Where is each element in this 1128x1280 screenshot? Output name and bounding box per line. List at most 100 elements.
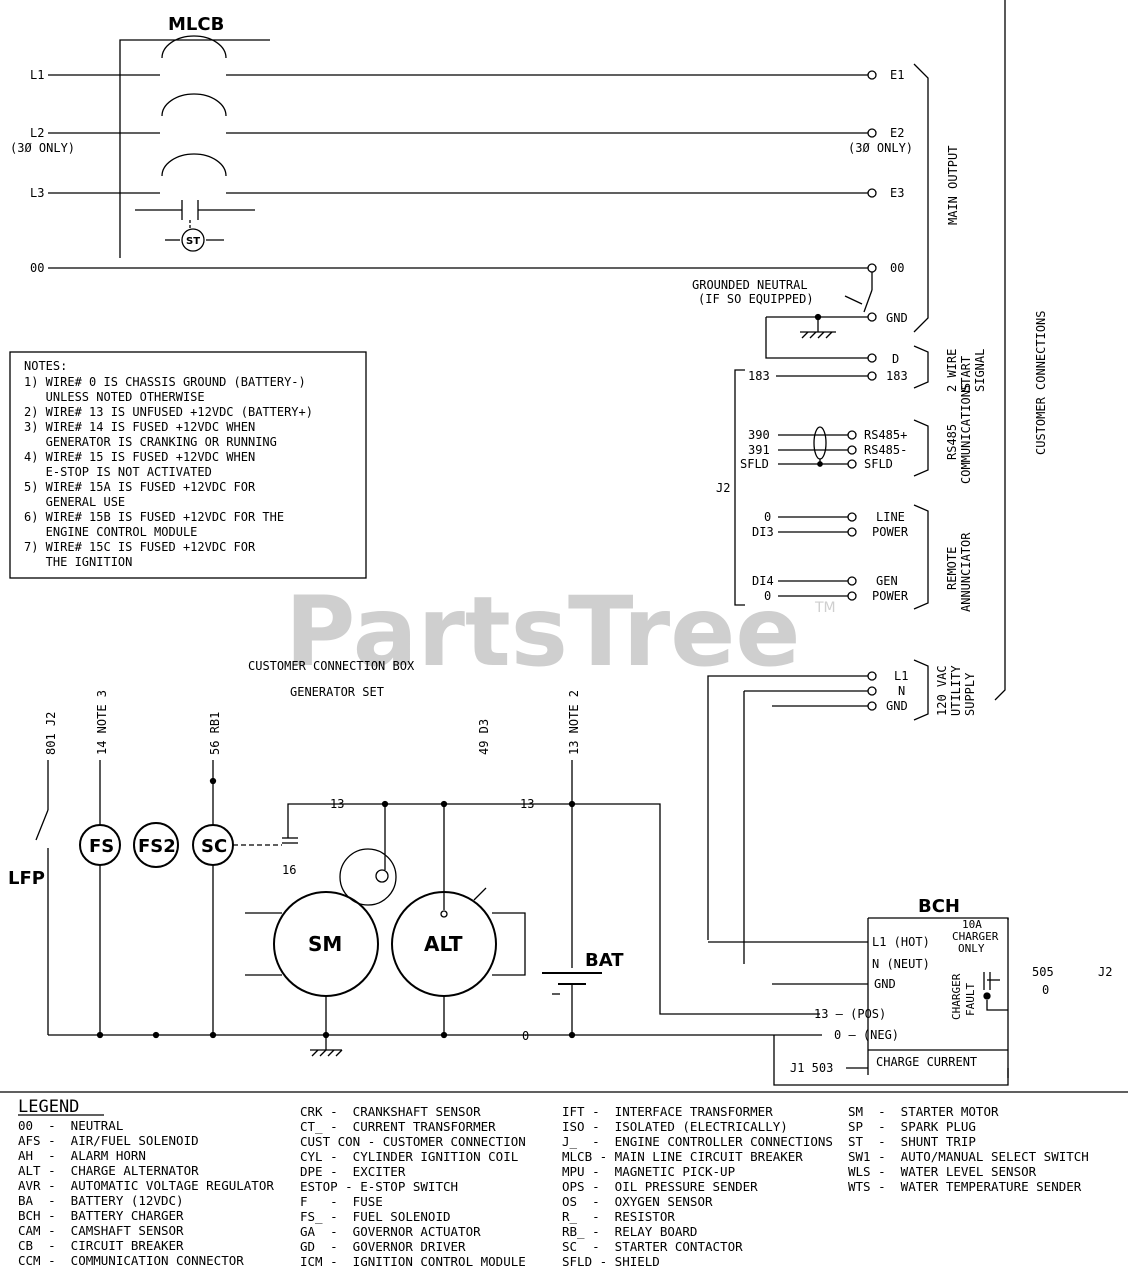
legend-item: AVR - AUTOMATIC VOLTAGE REGULATOR [18,1178,274,1193]
charger-fault-1: CHARGER [950,973,963,1020]
remote-label-2: ANNUNCIATOR [959,532,973,612]
label-390: 390 [748,428,770,442]
label-di3: DI3 [752,525,774,539]
terminal-gnd [867,312,877,322]
label-sfld-left: SFLD [740,457,769,471]
legend-item: CUST CON - CUSTOMER CONNECTION [300,1134,526,1149]
label-utility-n: N [898,684,905,698]
legend-item: AH - ALARM HORN [18,1148,146,1163]
legend-item: CB - CIRCUIT BREAKER [18,1238,184,1253]
wire-13b-label: 13 [520,797,534,811]
legend-item: OS - OXYGEN SENSOR [562,1194,713,1209]
label-power1: POWER [872,525,909,539]
j1-503-label: J1 503 [790,1061,833,1075]
notes-lines: 1) WIRE# 0 IS CHASSIS GROUND (BATTERY-) … [24,375,313,569]
legend-item: BCH - BATTERY CHARGER [18,1208,184,1223]
label-gnd: GND [886,311,908,325]
legend-item: BA - BATTERY (12VDC) [18,1193,184,1208]
wire-56-label: 56 RB1 [208,712,222,755]
legend-item: J_ - ENGINE CONTROLLER CONNECTIONS [562,1134,833,1149]
legend-item: ALT - CHARGE ALTERNATOR [18,1163,199,1178]
label-d-right: D [892,352,899,366]
note-line: UNLESS NOTED OTHERWISE [24,390,205,404]
wire-14-label: 14 NOTE 3 [95,690,109,755]
customer-connections-label: CUSTOMER CONNECTIONS [1034,311,1048,456]
bch-j2-label: J2 [1098,965,1112,979]
fs2-label: FS2 [138,836,176,857]
rs485-label-1: RS485 [945,424,959,460]
wire-13a-label: 13 [330,797,344,811]
legend-item: MLCB - MAIN LINE CIRCUIT BREAKER [562,1149,803,1164]
terminal-e2 [867,128,877,138]
shunt-trip-symbol [181,228,205,252]
note-line: GENERATOR IS CRANKING OR RUNNING [24,435,277,449]
notes-box [9,351,367,579]
sc-label: SC [201,836,227,857]
breaker-contact-l2 [161,93,227,117]
label-utility-gnd: GND [886,699,908,713]
fs-label: FS [89,836,114,857]
wire-801-label: 801 J2 [44,712,58,755]
legend-item: ST - SHUNT TRIP [848,1134,976,1149]
label-0b: 0 [764,589,771,603]
note-line: 6) WIRE# 15B IS FUSED +12VDC FOR THE [24,510,284,524]
legend-item: MPU - MAGNETIC PICK-UP [562,1164,735,1179]
terminal-00 [867,263,877,273]
legend-title: LEGEND [18,1097,79,1117]
wire-16-label: 16 [282,863,296,877]
legend-item: GD - GOVERNOR DRIVER [300,1239,466,1254]
note-line: 5) WIRE# 15A IS FUSED +12VDC FOR [24,480,256,494]
wire-505b-label: 0 [1042,983,1049,997]
note-line: 1) WIRE# 0 IS CHASSIS GROUND (BATTERY-) [24,375,306,389]
mlcb-enclosure [119,39,270,258]
lfp-switch [35,809,49,841]
legend-item: CT_ - CURRENT TRANSFORMER [300,1119,496,1134]
legend-item: OPS - OIL PRESSURE SENDER [562,1179,758,1194]
label-di4: DI4 [752,574,774,588]
customer-box-label: CUSTOMER CONNECTION BOX [248,659,415,673]
wire-0-label: 0 [522,1029,529,1043]
charger-only-2: CHARGER [952,930,999,943]
terminal-d [867,353,877,363]
label-e2: E2 [890,126,904,140]
wire-49-label: 49 D3 [477,719,491,755]
legend-item: CRK - CRANKSHAFT SENSOR [300,1104,481,1119]
shunt-trip-label: ST [186,236,200,247]
watermark-tm: TM [814,600,836,616]
shield-ellipse [813,426,827,460]
legend-item: SP - SPARK PLUG [848,1119,976,1134]
notes-title: NOTES: [24,359,67,373]
label-sfld-right: SFLD [864,457,893,471]
watermark: PartsTree [285,576,800,688]
legend-item: FS_ - FUEL SOLENOID [300,1209,451,1224]
grounded-neutral-2: (IF SO EQUIPPED) [698,292,814,306]
bch-l1-hot: L1 (HOT) [872,935,930,949]
fs2-symbol [133,822,179,868]
note-line: 3) WIRE# 14 IS FUSED +12VDC WHEN [24,420,255,434]
legend-item: WLS - WATER LEVEL SENSOR [848,1164,1037,1179]
legend-item: CCM - COMMUNICATION CONNECTOR [18,1253,244,1268]
label-power2: POWER [872,589,909,603]
note-line: GENERAL USE [24,495,125,509]
legend-item: DPE - EXCITER [300,1164,406,1179]
legend-item: R_ - RESISTOR [562,1209,675,1224]
utility-label-1: 120 VAC [935,665,949,716]
legend-item: GA - GOVERNOR ACTUATOR [300,1224,481,1239]
note-line: THE IGNITION [24,555,132,569]
label-e3: E3 [890,186,904,200]
solenoid-circle [339,848,397,906]
two-wire-label-1: 2 WIRE [945,349,959,392]
label-0a: 0 [764,510,771,524]
bch-gnd: GND [874,977,896,991]
bch-pos: 13 — (POS) [814,1007,886,1021]
label-183-left: 183 [748,369,770,383]
label-rs485m: RS485- [864,443,907,457]
charger-only-3: ONLY [958,942,985,955]
utility-label-3: SUPPLY [963,672,977,716]
legend-item: SFLD - SHIELD [562,1254,660,1269]
note-line: 4) WIRE# 15 IS FUSED +12VDC WHEN [24,450,255,464]
legend-item: WTS - WATER TEMPERATURE SENDER [848,1179,1082,1194]
legend-item: CAM - CAMSHAFT SENSOR [18,1223,184,1238]
